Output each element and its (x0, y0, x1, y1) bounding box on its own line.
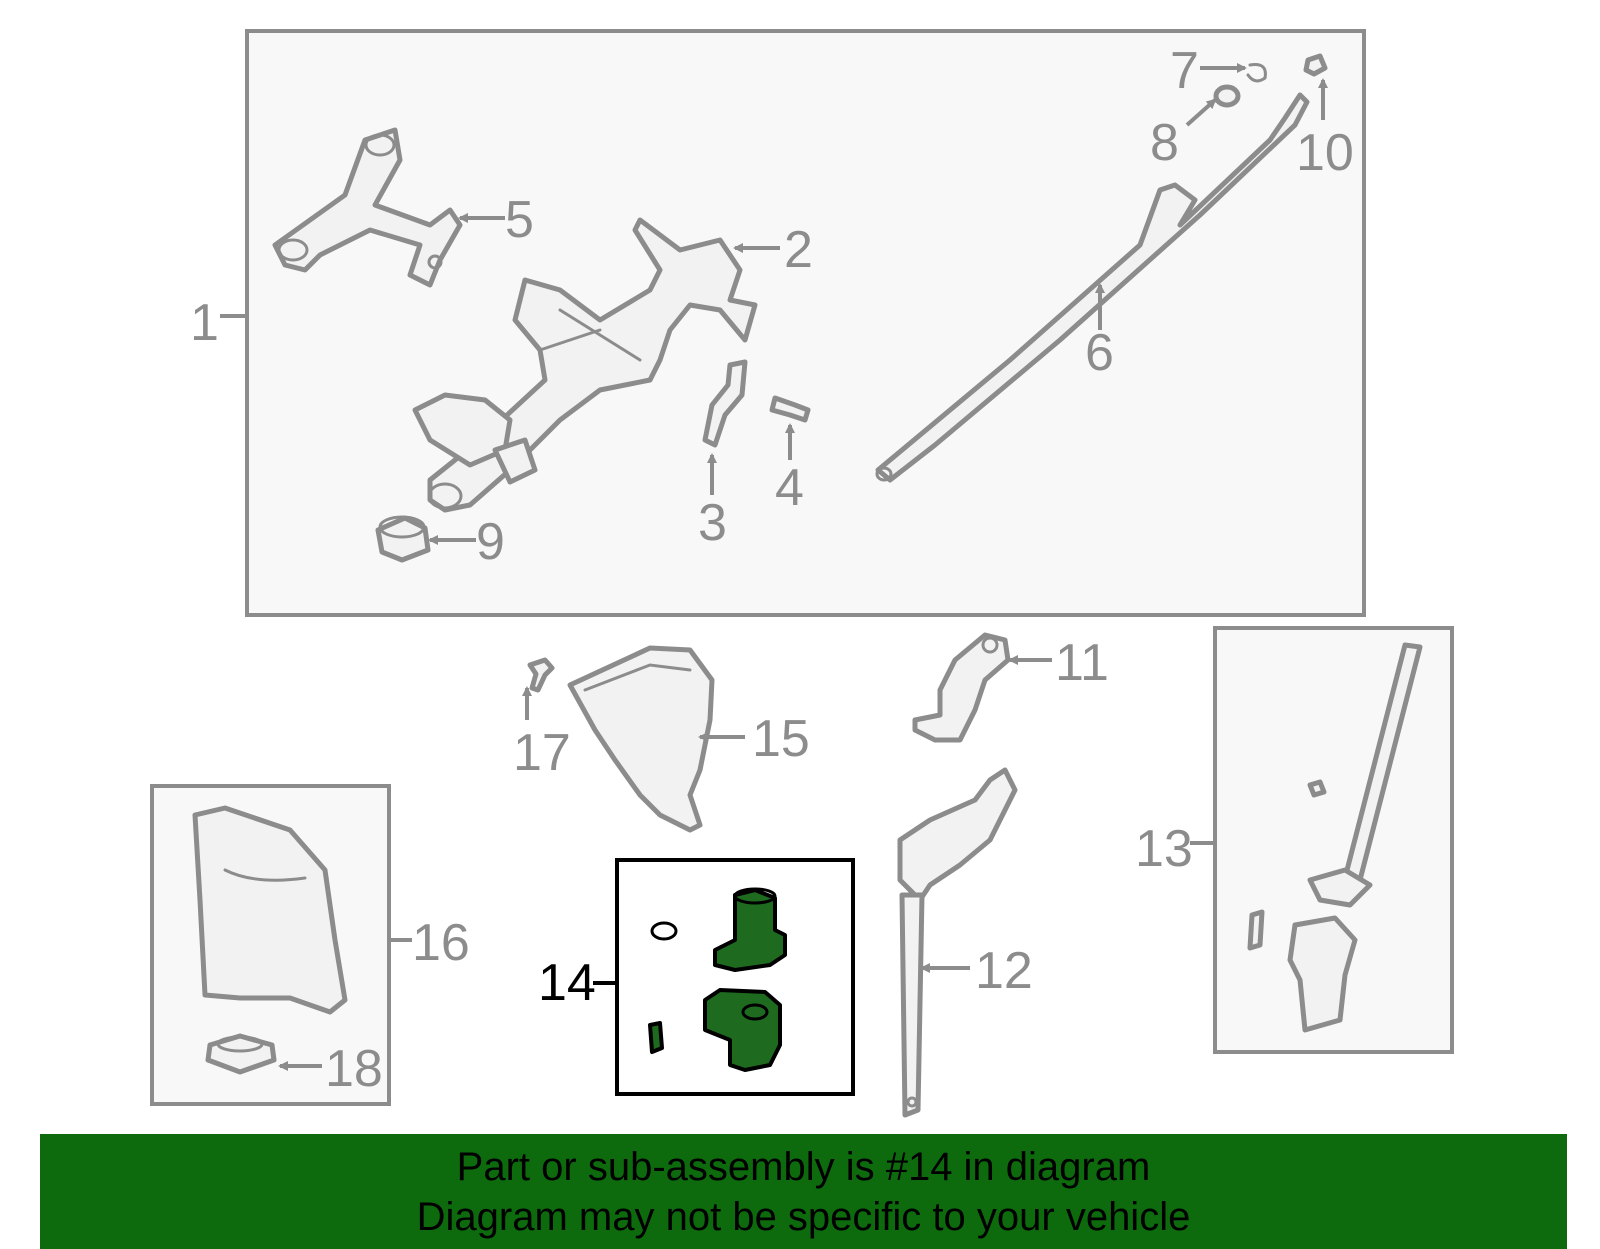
svg-text:11: 11 (1055, 634, 1109, 692)
part-4-bolt (769, 395, 811, 423)
svg-text:12: 12 (975, 942, 1033, 1000)
part-9-bushing (375, 515, 431, 563)
callout-10[interactable]: 10 (1296, 78, 1354, 182)
svg-text:7: 7 (1170, 42, 1199, 100)
svg-text:10: 10 (1296, 124, 1354, 182)
svg-text:4: 4 (775, 459, 804, 517)
part-12-intermediate-shaft (897, 767, 1018, 1118)
svg-text:8: 8 (1150, 114, 1179, 172)
banner-line-1: Part or sub-assembly is #14 in diagram (456, 1145, 1151, 1189)
callout-9[interactable]: 9 (428, 513, 505, 571)
part-14-housing-assembly[interactable] (648, 887, 787, 1072)
callout-16[interactable]: 16 (389, 914, 470, 972)
part-6-shaft (875, 92, 1310, 483)
part-13-shaft-assembly (1247, 642, 1423, 1033)
info-banner: Part or sub-assembly is #14 in diagram D… (40, 1134, 1567, 1249)
callout-3[interactable]: 3 (698, 453, 727, 552)
part-7-clip (1246, 63, 1267, 83)
callout-13[interactable]: 13 (1135, 820, 1215, 878)
assembly-box-1 (245, 29, 1366, 617)
part-18-seal (205, 1033, 277, 1075)
callout-6[interactable]: 6 (1085, 283, 1114, 382)
svg-text:18: 18 (325, 1040, 383, 1098)
callout-15[interactable]: 15 (698, 710, 810, 768)
callout-18[interactable]: 18 (278, 1040, 383, 1098)
svg-text:16: 16 (412, 914, 470, 972)
callout-7[interactable]: 7 (1170, 42, 1247, 100)
callout-17[interactable]: 17 (513, 686, 571, 782)
svg-text:3: 3 (698, 494, 727, 552)
part-3-bracket (702, 359, 748, 448)
svg-text:9: 9 (476, 513, 505, 571)
part-8-washer (1213, 84, 1241, 108)
banner-line-2: Diagram may not be specific to your vehi… (416, 1195, 1191, 1239)
svg-text:14: 14 (538, 954, 596, 1012)
part-5-bracket (272, 127, 463, 288)
part-11-joint (912, 632, 1011, 743)
callout-12[interactable]: 12 (920, 942, 1033, 1000)
callout-2[interactable]: 2 (733, 221, 813, 279)
callout-4[interactable]: 4 (775, 423, 804, 517)
svg-text:13: 13 (1135, 820, 1193, 878)
svg-text:1: 1 (190, 294, 219, 352)
callout-8[interactable]: 8 (1150, 98, 1217, 172)
svg-text:5: 5 (505, 191, 534, 249)
svg-text:6: 6 (1085, 324, 1114, 382)
callout-14[interactable]: 14 (538, 954, 617, 1012)
part-10-nut (1303, 53, 1328, 77)
part-17-clip (527, 657, 555, 693)
part-15-cover (567, 645, 715, 833)
part-2-column-tube (412, 217, 758, 513)
svg-text:15: 15 (752, 710, 810, 768)
callout-5[interactable]: 5 (458, 191, 534, 249)
svg-text:2: 2 (784, 221, 813, 279)
callout-1[interactable]: 1 (190, 294, 247, 352)
svg-text:17: 17 (513, 724, 571, 782)
callout-11[interactable]: 11 (1008, 634, 1109, 692)
part-16-boot (192, 805, 348, 1015)
